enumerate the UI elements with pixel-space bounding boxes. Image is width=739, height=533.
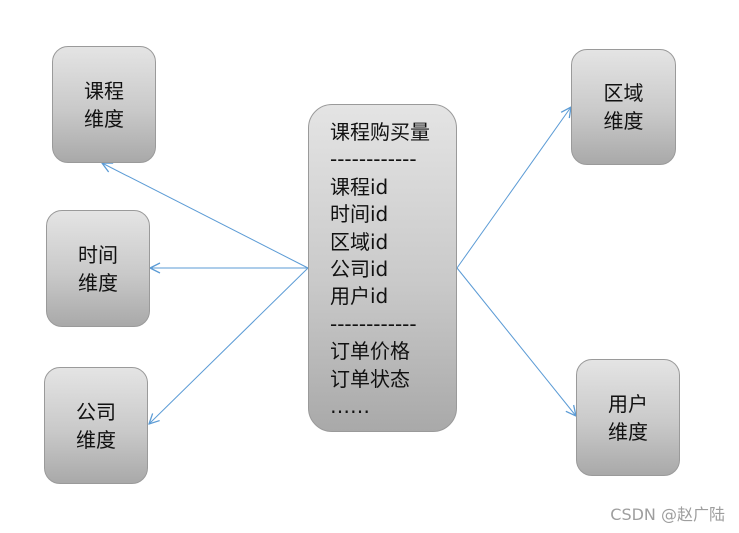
company-dimension-label-line2: 维度 [76, 427, 116, 452]
fact-key-course-id: 课程id [330, 174, 389, 199]
fact-ellipsis: …… [330, 394, 370, 419]
fact-key-region-id: 区域id [330, 229, 389, 254]
time-dimension-label-line2: 维度 [78, 270, 118, 295]
region-dimension-label-line1: 区域 [603, 81, 644, 105]
arrow-to-region [456, 107, 571, 269]
fact-separator: ------------ [330, 311, 417, 336]
company-dimension-label-line1: 公司 [76, 399, 116, 424]
arrow-to-user [456, 267, 576, 416]
fact-table-title: 课程购买量 [330, 120, 430, 144]
fact-measure-order-price: 订单价格 [330, 339, 410, 364]
region-dimension-label-line2: 维度 [603, 109, 644, 133]
fact-key-time-id: 时间id [330, 202, 389, 227]
fact-separator: ------------ [330, 147, 417, 172]
user-dimension-box: 用户 维度 [576, 359, 680, 476]
time-dimension-label-line1: 时间 [78, 242, 118, 267]
course-dimension-label-line2: 维度 [84, 106, 124, 131]
course-dimension-box: 课程 维度 [52, 46, 156, 163]
user-dimension-label-line1: 用户 [608, 391, 648, 416]
region-dimension-box: 区域 维度 [571, 49, 676, 165]
time-dimension-box: 时间 维度 [46, 210, 150, 327]
fact-key-user-id: 用户id [330, 284, 389, 309]
arrow-to-company [149, 267, 309, 424]
fact-key-company-id: 公司id [330, 257, 389, 282]
csdn-watermark: CSDN @赵广陆 [610, 505, 725, 524]
company-dimension-box: 公司 维度 [44, 367, 148, 484]
fact-measure-order-status: 订单状态 [330, 366, 410, 391]
course-dimension-label-line1: 课程 [84, 78, 124, 103]
arrow-to-course [102, 163, 309, 269]
user-dimension-label-line2: 维度 [608, 419, 648, 444]
fact-table-box: 课程购买量 ------------ 课程id 时间id 区域id 公司id 用… [308, 104, 457, 432]
